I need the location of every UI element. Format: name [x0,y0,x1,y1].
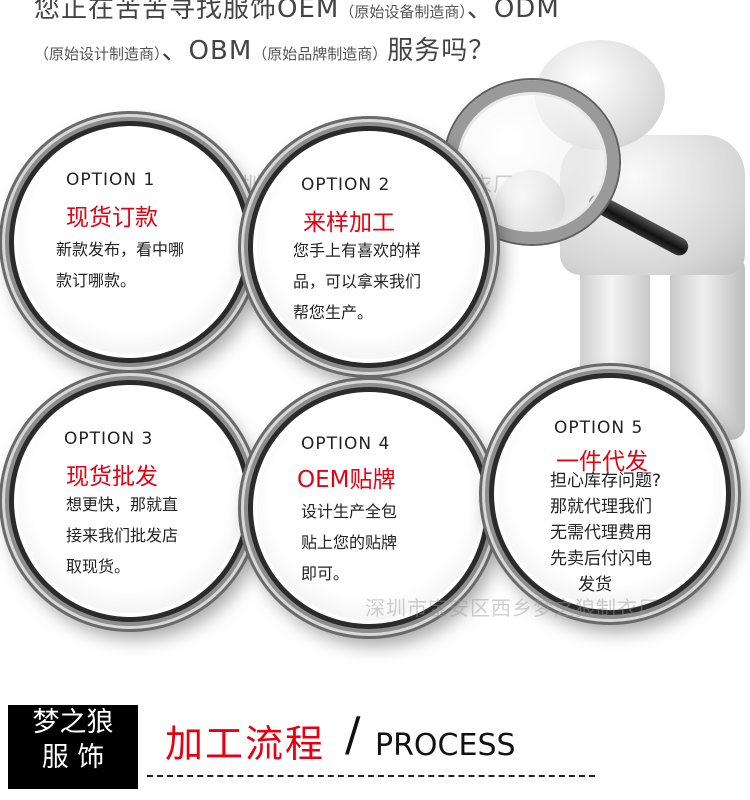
headline-line-2: （原始设计制造商）、OBM（原始品牌制造商）服务吗？ [34,30,495,67]
option-5-desc: 担心库存问题? 那就代理我们 无需代理费用 先卖后付闪电 发货 [550,468,661,598]
headline-line-1: 您正在苦苦寻找服饰OEM（原始设备制造商）、ODM [34,0,560,25]
headline-question: 服务吗？ [387,36,496,66]
option-2-desc-line: 您手上有喜欢的样 [293,241,422,260]
option-3-desc-line: 想更快，那就直 [66,495,179,514]
option-4-number: OPTION 4 [301,434,391,454]
title-divider-slash: / [345,707,361,761]
option-1-circle[interactable]: OPTION 1 现货订款 新款发布，看中哪 款订哪款。 [14,126,246,358]
option-1-number: OPTION 1 [66,170,156,190]
option-5-desc-line: 发货 [578,575,612,595]
option-2-circle[interactable]: OPTION 2 来样加工 您手上有喜欢的样 品，可以拿来我们 帮您生产。 [253,131,485,363]
brand-logo-box: 梦之狼 服 饰 [8,705,138,789]
option-4-desc-line: 设计生产全包 [301,502,398,521]
option-5-desc-line: 先卖后付闪电 [550,549,652,569]
brand-category: 服 饰 [41,742,105,773]
option-5-desc-line: 担心库存问题? [550,471,662,491]
option-2-title: 来样加工 [303,210,395,236]
brand-name: 梦之狼 [32,707,114,738]
headline-oem-note: （原始设备制造商） [339,3,467,21]
process-title-en: PROCESS [375,728,516,763]
headline-obm-note: （原始品牌制造商） [252,45,388,63]
option-3-title: 现货批发 [66,464,158,490]
option-2-number: OPTION 2 [301,175,391,195]
option-3-number: OPTION 3 [64,429,154,449]
option-3-circle[interactable]: OPTION 3 现货批发 想更快，那就直 接来我们批发店 取现货。 [14,385,246,617]
option-3-desc: 想更快，那就直 接来我们批发店 取现货。 [66,489,178,582]
magnifier-figure-illustration [440,40,750,440]
option-3-desc-line: 取现货。 [66,557,131,576]
option-1-title: 现货订款 [66,205,158,231]
headline-main: 您正在苦苦寻找服饰OEM [34,0,340,24]
option-5-desc-line: 那就代理我们 [550,497,652,517]
headline-obm: 、OBM [161,36,253,66]
option-4-circle[interactable]: OPTION 4 OEM贴牌 设计生产全包 贴上您的贴牌 即可。 [253,392,485,624]
option-2-desc-line: 帮您生产。 [293,303,374,322]
option-5-circle[interactable]: OPTION 5 一件代发 担心库存问题? 那就代理我们 无需代理费用 先卖后付… [494,378,726,610]
option-4-title: OEM贴牌 [297,467,396,493]
headline-odm: 、ODM [466,0,560,24]
option-1-desc-line: 款订哪款。 [56,271,137,290]
section-dashed-divider [147,775,595,777]
option-2-desc: 您手上有喜欢的样 品，可以拿来我们 帮您生产。 [293,235,421,328]
option-4-desc-line: 贴上您的贴牌 [301,533,398,552]
option-1-desc: 新款发布，看中哪 款订哪款。 [56,234,184,296]
option-5-number: OPTION 5 [554,418,644,438]
option-3-desc-line: 接来我们批发店 [66,526,179,545]
headline-odm-note: （原始设计制造商） [34,45,162,63]
option-4-desc: 设计生产全包 贴上您的贴牌 即可。 [301,496,397,589]
watermark-bottom: 深圳市宝安区西乡梦之狼制衣厂 [365,596,659,620]
process-title-cn: 加工流程 [165,722,326,766]
option-1-desc-line: 新款发布，看中哪 [56,240,185,259]
option-5-desc-line: 无需代理费用 [550,523,652,543]
option-4-desc-line: 即可。 [301,564,350,583]
option-2-desc-line: 品，可以拿来我们 [293,272,422,291]
option-5-title: 一件代发 [556,449,648,475]
